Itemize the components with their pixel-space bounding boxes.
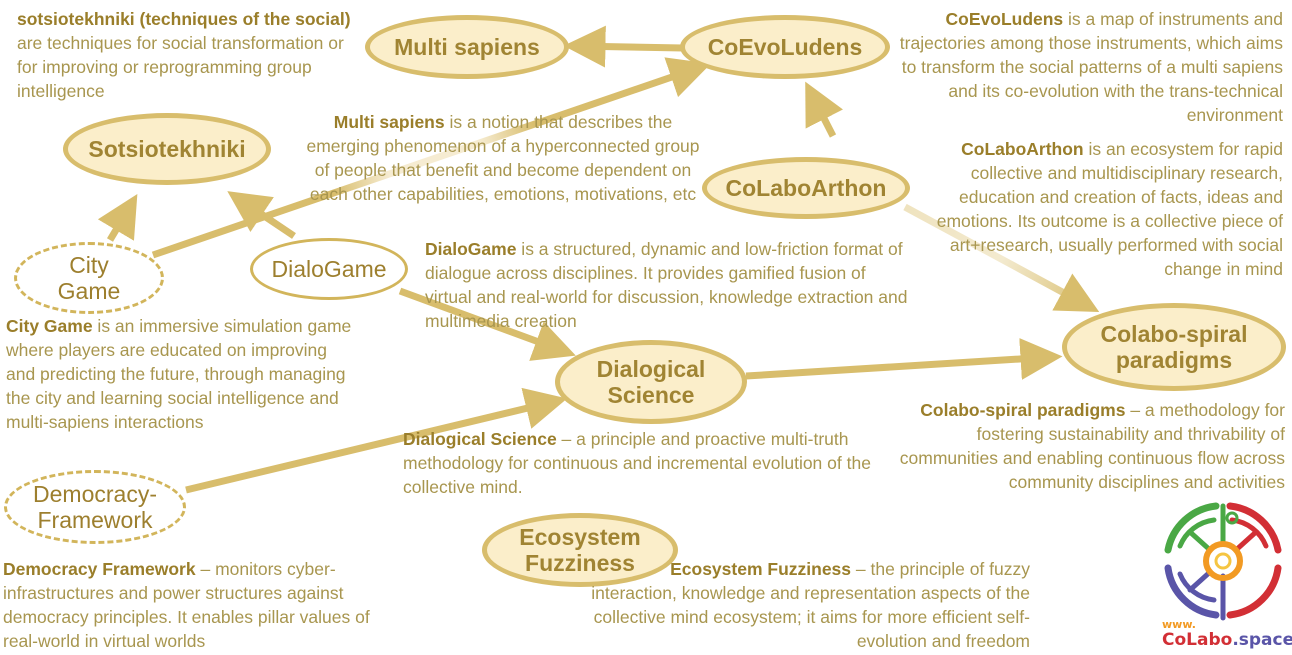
desc-dialogame: DialoGame is a structured, dynamic and l… bbox=[425, 237, 915, 333]
node-ecosystem-fuzziness[interactable]: Ecosystem Fuzziness bbox=[482, 513, 678, 587]
desc-dialogical-science-text: – a principle and proactive multi-truth … bbox=[403, 429, 871, 497]
node-dialogical-science-label-2: Science bbox=[607, 382, 695, 408]
node-dialogical-science-label-1: Dialogical bbox=[596, 355, 706, 382]
node-colaboarthon[interactable]: CoLaboArthon bbox=[702, 157, 910, 219]
desc-sotsiotekhniki-text: are techniques for social transformation… bbox=[17, 33, 344, 101]
arrow-dialogical-science-to-colabo-spiral bbox=[745, 337, 1063, 380]
desc-multi-sapiens-term: Multi sapiens bbox=[333, 112, 445, 132]
node-democracy-framework-label-2: Framework bbox=[37, 507, 153, 533]
arrow-colaboarthon-to-colabo-spiral bbox=[903, 203, 1100, 312]
node-colaboarthon-label: CoLaboArthon bbox=[725, 174, 887, 201]
desc-colabo-spiral-text: – a methodology for fostering sustainabi… bbox=[899, 400, 1285, 492]
desc-city-game-term: City Game bbox=[6, 316, 93, 336]
node-ecosystem-fuzziness-label-2: Fuzziness bbox=[525, 550, 635, 576]
desc-colabo-spiral: Colabo-spiral paradigms – a methodology … bbox=[893, 398, 1285, 494]
node-ecosystem-fuzziness-label-1: Ecosystem bbox=[519, 523, 641, 550]
node-city-game-label-2: Game bbox=[57, 278, 121, 304]
colabo-logo[interactable]: www. CoLabo.space bbox=[1158, 498, 1292, 653]
node-coevoludens-label: CoEvoLudens bbox=[707, 33, 863, 60]
logo-tld: .space bbox=[1232, 630, 1292, 650]
desc-ecosystem-fuzziness: Ecosystem Fuzziness – the principle of f… bbox=[590, 557, 1030, 653]
arrow-coevoludens-to-multi-sapiens bbox=[563, 25, 684, 68]
desc-city-game: City Game is an immersive simulation gam… bbox=[6, 314, 356, 434]
desc-multi-sapiens: Multi sapiens is a notion that describes… bbox=[302, 110, 704, 206]
node-colabo-spiral-label-1: Colabo-spiral bbox=[1100, 320, 1248, 347]
desc-dialogame-term: DialoGame bbox=[425, 239, 517, 259]
logo-www: www. bbox=[1162, 618, 1196, 631]
node-multi-sapiens[interactable]: Multi sapiens bbox=[365, 15, 569, 79]
desc-colabo-spiral-term: Colabo-spiral paradigms bbox=[920, 400, 1126, 420]
arrow-dialogame-to-sotsiotekhniki bbox=[227, 191, 296, 239]
desc-dialogical-science-term: Dialogical Science bbox=[403, 429, 557, 449]
node-dialogame[interactable]: DialoGame bbox=[250, 238, 408, 300]
desc-city-game-text: is an immersive simulation game where pl… bbox=[6, 316, 352, 432]
desc-sotsiotekhniki: sotsiotekhniki (techniques of the social… bbox=[17, 7, 352, 103]
desc-colaboarthon-term: CoLaboArthon bbox=[961, 139, 1084, 159]
node-multi-sapiens-label: Multi sapiens bbox=[394, 33, 540, 60]
node-colabo-spiral[interactable]: Colabo-spiral paradigms bbox=[1062, 303, 1286, 391]
node-colabo-spiral-label-2: paradigms bbox=[1115, 347, 1233, 373]
node-dialogical-science[interactable]: Dialogical Science bbox=[555, 340, 747, 424]
node-dialogame-label: DialoGame bbox=[271, 255, 387, 282]
node-democracy-framework[interactable]: Democracy- Framework bbox=[4, 470, 186, 544]
desc-multi-sapiens-text: is a notion that describes the emerging … bbox=[306, 112, 700, 204]
arrow-dialogame-to-dialogical-science bbox=[398, 287, 576, 361]
desc-coevoludens: CoEvoLudens is a map of instruments and … bbox=[888, 7, 1283, 127]
desc-sotsiotekhniki-term: sotsiotekhniki (techniques of the social… bbox=[17, 9, 351, 29]
node-city-game-label-1: City bbox=[69, 251, 109, 278]
colabo-logo-icon bbox=[1164, 502, 1282, 621]
logo-brand: CoLabo bbox=[1162, 630, 1233, 650]
desc-democracy-framework-term: Democracy Framework bbox=[3, 559, 196, 579]
node-city-game[interactable]: City Game bbox=[14, 242, 164, 314]
node-democracy-framework-label-1: Democracy- bbox=[33, 480, 157, 507]
desc-colaboarthon-text: is an ecosystem for rapid collective and… bbox=[936, 139, 1283, 279]
desc-democracy-framework: Democracy Framework – monitors cyber-inf… bbox=[3, 557, 388, 653]
desc-dialogame-text: is a structured, dynamic and low-frictio… bbox=[425, 239, 908, 331]
desc-coevoludens-term: CoEvoLudens bbox=[945, 9, 1064, 29]
desc-ecosystem-fuzziness-text: – the principle of fuzzy interaction, kn… bbox=[591, 559, 1030, 651]
node-coevoludens[interactable]: CoEvoLudens bbox=[680, 15, 890, 79]
desc-colaboarthon: CoLaboArthon is an ecosystem for rapid c… bbox=[915, 137, 1283, 281]
desc-dialogical-science: Dialogical Science – a principle and pro… bbox=[403, 427, 881, 499]
desc-democracy-framework-text: – monitors cyber-infrastructures and pow… bbox=[3, 559, 370, 651]
arrow-democracy-to-dialogical-science bbox=[185, 387, 568, 494]
node-sotsiotekhniki-label: Sotsiotekhniki bbox=[88, 135, 246, 162]
logo-wordmark: CoLabo.space bbox=[1162, 630, 1292, 650]
arrow-colaboarthon-to-coevoludens bbox=[805, 81, 844, 138]
node-sotsiotekhniki[interactable]: Sotsiotekhniki bbox=[63, 113, 271, 185]
desc-coevoludens-text: is a map of instruments and trajectories… bbox=[899, 9, 1283, 125]
desc-ecosystem-fuzziness-term: Ecosystem Fuzziness bbox=[670, 559, 852, 579]
arrow-city-game-to-sotsiotekhniki bbox=[97, 193, 138, 242]
